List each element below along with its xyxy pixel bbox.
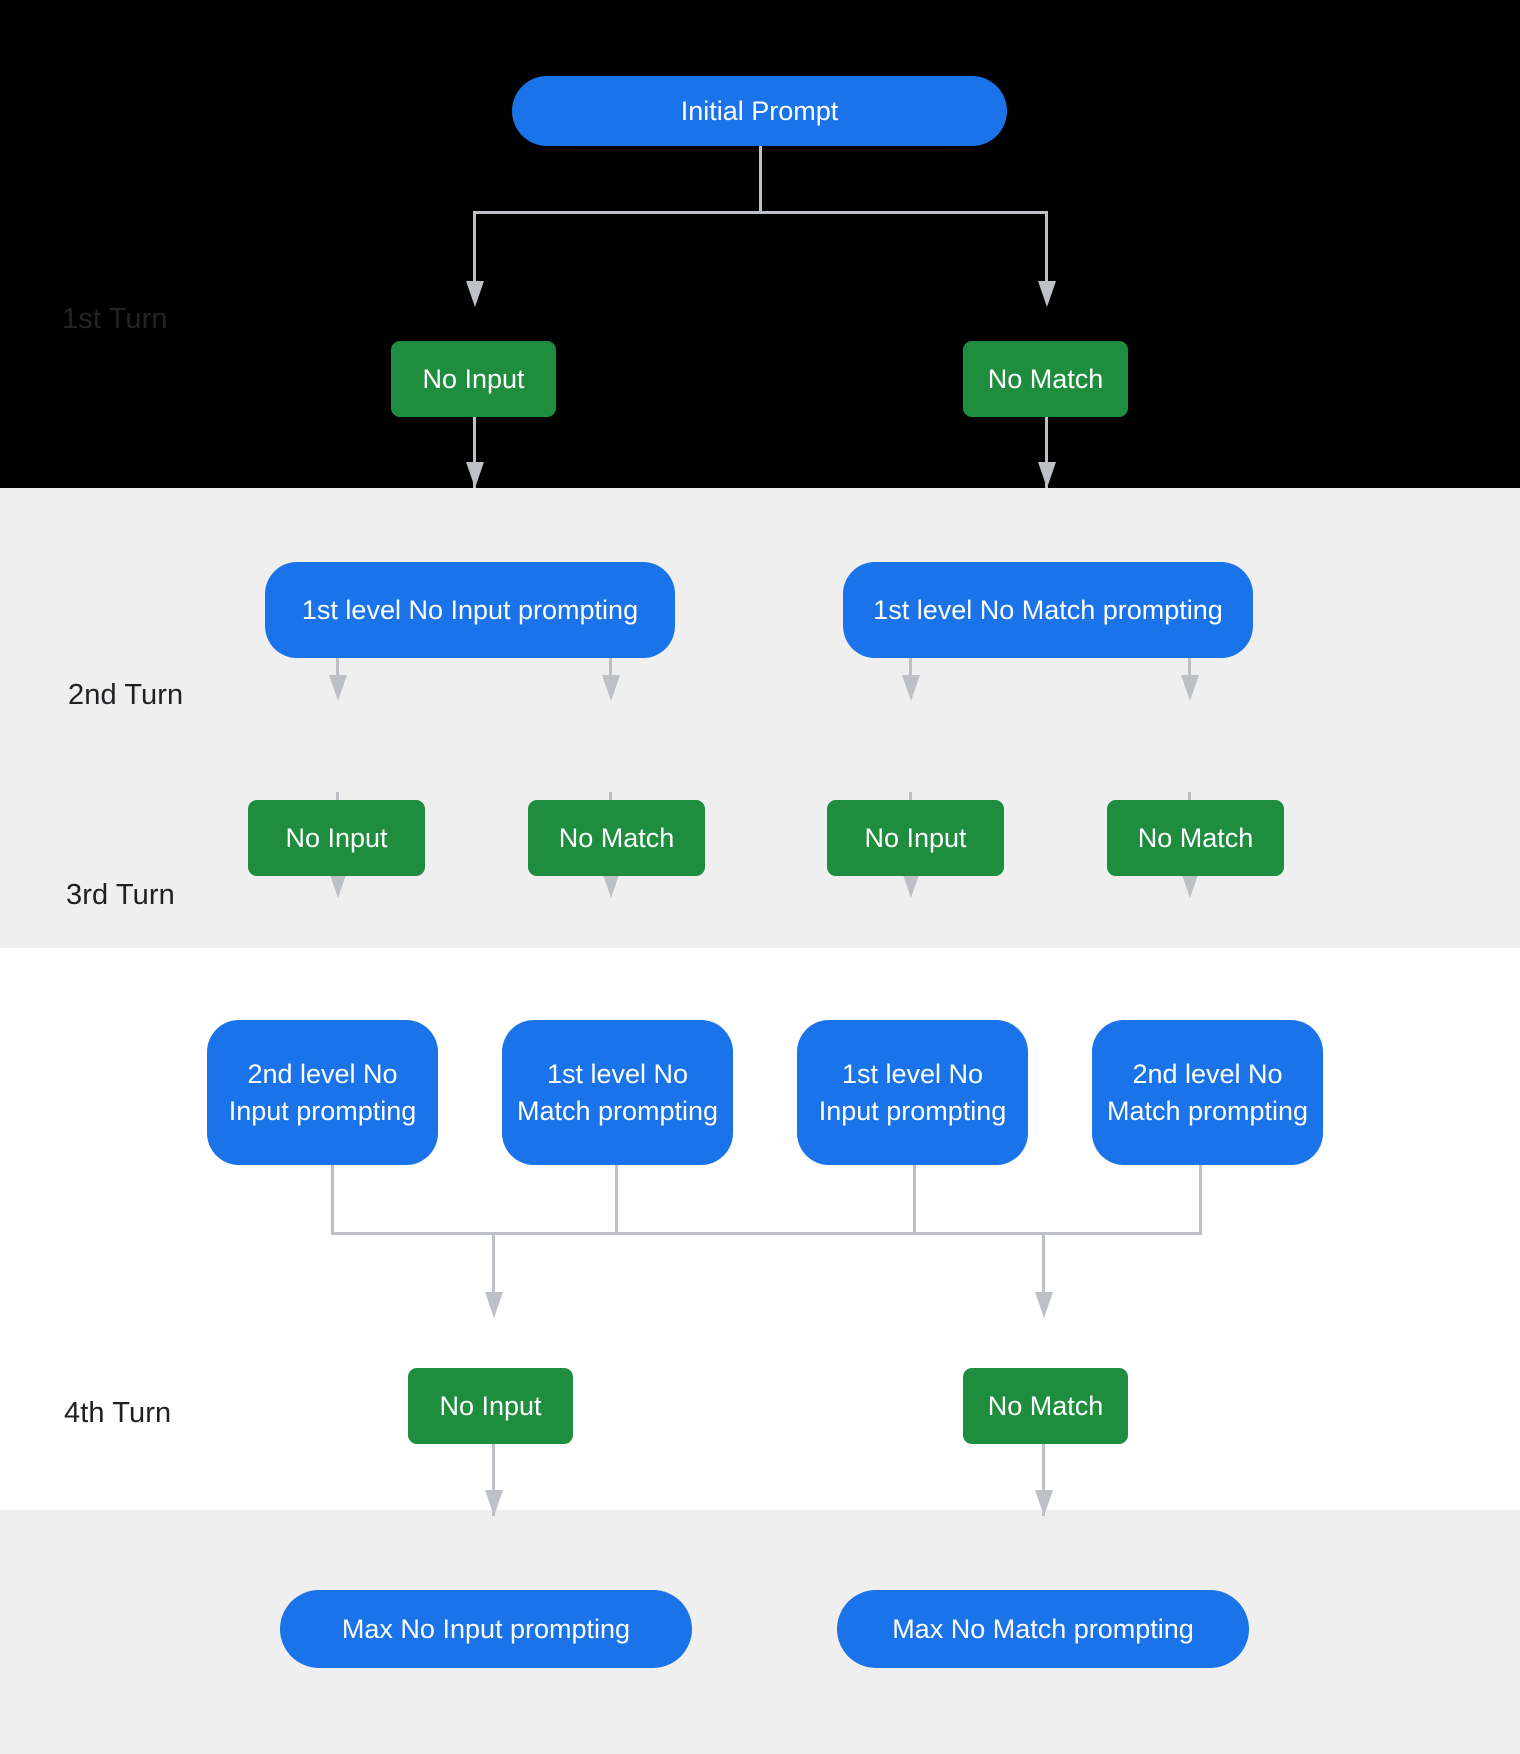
node-label: No Match [1137,822,1254,853]
arrowhead-t3-prompt-3 [902,872,920,898]
node-label: 2nd level No Match prompting [1106,1058,1309,1126]
node-turn3-no-input[interactable]: No Input [408,1368,573,1444]
node-label: 1st level No Input prompting [818,1058,1007,1126]
arrowhead-t1-no-match [1038,462,1056,488]
node-label: Max No Match prompting [892,1613,1194,1644]
arrowhead-initial-to-no-match [1038,281,1056,307]
node-label: No Match [987,363,1104,394]
edge-t3-no-match-down [1042,1404,1045,1516]
edge-t3-no-input-down [492,1404,495,1516]
edge-t1-no-match-down [1045,380,1048,488]
arrowhead-t3-no-match [1035,1292,1053,1318]
edge-t3p-1-stub [331,1163,334,1235]
node-turn2-no-match-a[interactable]: No Match [528,800,705,876]
node-turn2-prompt-no-match[interactable]: 1st level No Match prompting [843,562,1253,658]
node-turn4-max-no-match[interactable]: Max No Match prompting [837,1590,1249,1668]
node-label: No Input [422,363,525,394]
edge-merge-to-no-input [492,1232,495,1305]
node-turn2-no-input-b[interactable]: No Input [827,800,1004,876]
node-turn3-prompt-1st-no-input[interactable]: 1st level No Input prompting [797,1020,1028,1165]
node-label: 1st level No Input prompting [301,594,639,625]
node-initial-prompt[interactable]: Initial Prompt [512,76,1007,146]
node-label: Initial Prompt [680,95,839,126]
turn-band-4 [0,1510,1520,1754]
node-turn1-no-match[interactable]: No Match [963,341,1128,417]
edge-merge-to-no-match [1042,1232,1045,1305]
turn-label-2nd: 2nd Turn [68,679,184,711]
arrowhead-initial-to-no-input [466,281,484,307]
node-label: 2nd level No Input prompting [228,1058,417,1126]
edge-t3p-2-stub [615,1163,618,1235]
node-turn2-prompt-no-input[interactable]: 1st level No Input prompting [265,562,675,658]
node-label: Max No Input prompting [341,1613,631,1644]
turn-label-4th: 4th Turn [64,1397,172,1429]
arrowhead-t3-no-input [485,1292,503,1318]
node-turn2-no-input-a[interactable]: No Input [248,800,425,876]
node-label: No Input [864,822,967,853]
arrowhead-t3-prompt-1 [329,872,347,898]
node-turn3-no-match[interactable]: No Match [963,1368,1128,1444]
node-turn3-prompt-1st-no-match[interactable]: 1st level No Match prompting [502,1020,733,1165]
node-label: No Match [558,822,675,853]
node-label: 1st level No Match prompting [516,1058,719,1126]
arrowhead-t1-no-input [466,462,484,488]
arrowhead-t2-no-input-b [902,675,920,701]
edge-initial-split-bar [473,211,1048,214]
arrowhead-t3-prompt-2 [602,872,620,898]
node-label: 1st level No Match prompting [873,594,1223,625]
edge-t3p-4-stub [1199,1163,1202,1235]
edge-t3p-3-stub [913,1163,916,1235]
node-label: No Input [285,822,388,853]
turn-label-3rd: 3rd Turn [66,879,175,911]
edge-initial-to-no-input [473,211,476,283]
node-turn2-no-match-b[interactable]: No Match [1107,800,1284,876]
node-label: No Match [987,1390,1104,1421]
arrowhead-t2-no-match-a [602,675,620,701]
arrowhead-t4-max-no-input [485,1490,503,1516]
node-turn1-no-input[interactable]: No Input [391,341,556,417]
turn-band-1 [0,0,1520,488]
turn-band-2 [0,488,1520,948]
node-turn4-max-no-input[interactable]: Max No Input prompting [280,1590,692,1668]
turn-label-1st: 1st Turn [62,303,168,335]
edge-initial-stem [759,145,762,214]
node-turn3-prompt-2nd-no-input[interactable]: 2nd level No Input prompting [207,1020,438,1165]
node-label: No Input [439,1390,542,1421]
edge-initial-to-no-match [1045,211,1048,283]
edge-t3-merge-bar [331,1232,1202,1235]
node-turn3-prompt-2nd-no-match[interactable]: 2nd level No Match prompting [1092,1020,1323,1165]
arrowhead-t2-no-input-a [329,675,347,701]
edge-t1-no-input-down [473,380,476,488]
arrowhead-t3-prompt-4 [1181,872,1199,898]
arrowhead-t4-max-no-match [1035,1490,1053,1516]
arrowhead-t2-no-match-b [1181,675,1199,701]
